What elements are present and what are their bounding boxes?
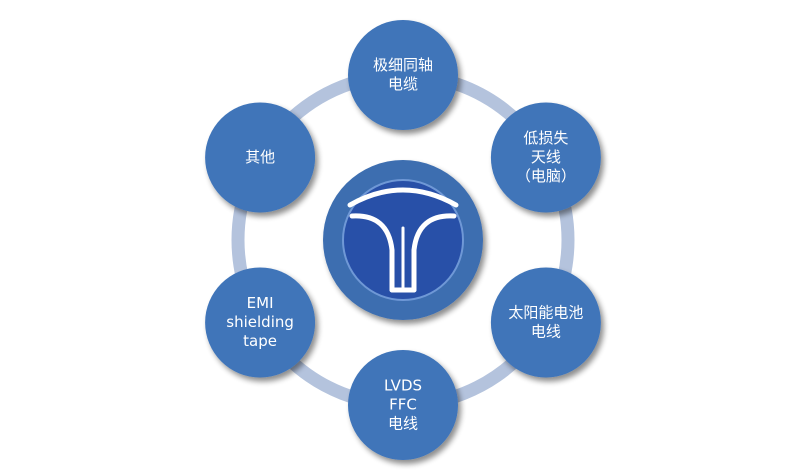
node-label-line: shielding (226, 313, 294, 331)
company-logo-icon (347, 187, 459, 293)
node-label-line: 电线 (388, 415, 418, 433)
node-circle (348, 20, 458, 130)
node-group: 极细同轴电缆低损失天线（电脑）太阳能电池电线LVDSFFC电线EMIshield… (205, 20, 601, 460)
node-label-line: 电线 (531, 323, 561, 341)
node-circle (205, 102, 316, 213)
center-logo (323, 160, 483, 320)
node-label-line: 其他 (245, 148, 275, 166)
node-label-line: LVDS (384, 377, 422, 395)
node-circle (490, 267, 601, 378)
node-label-line: 极细同轴 (373, 56, 433, 74)
node-circle (490, 102, 601, 213)
node-label-line: 电缆 (388, 75, 418, 93)
node-label-line: 低损失 (523, 129, 568, 147)
node-label-line: FFC (389, 396, 417, 414)
node-circle (205, 267, 316, 378)
node-label-line: EMI (247, 294, 274, 312)
node-circle (348, 350, 458, 460)
node-label-line: 太阳能电池 (508, 304, 583, 322)
node-label-line: （电脑） (516, 167, 576, 185)
node-label-line: tape (243, 332, 277, 350)
node-other: 其他 (205, 102, 316, 213)
node-label-line: 天线 (531, 148, 561, 166)
